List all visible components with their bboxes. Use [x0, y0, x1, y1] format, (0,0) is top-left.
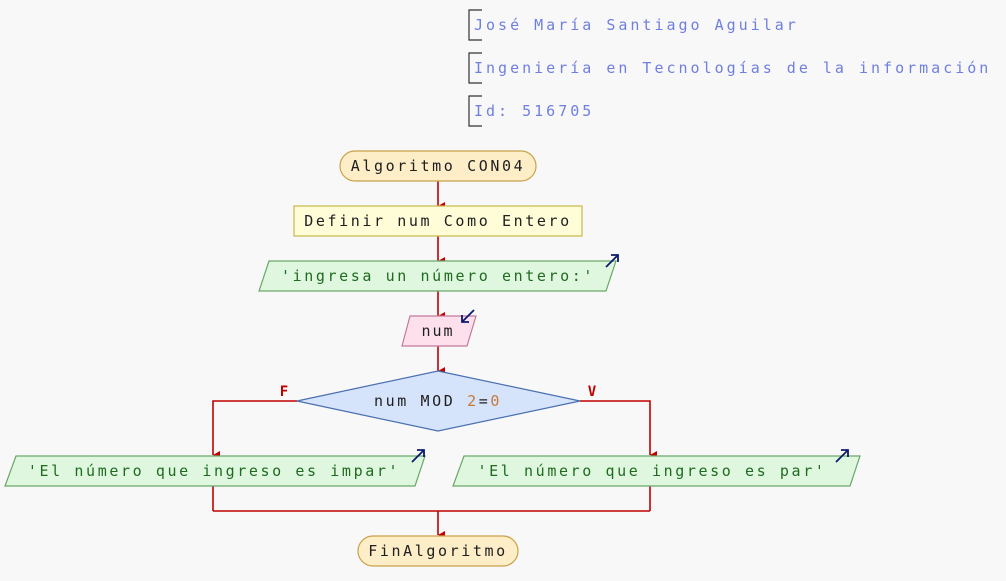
start-terminal-label: Algoritmo CON04	[351, 157, 525, 175]
read-input-label: num	[421, 322, 454, 340]
condition-literal-b: 0	[490, 392, 502, 410]
true-output[interactable]: 'El número que ingreso es par'	[452, 449, 861, 487]
condition-literal-a: 2	[467, 392, 479, 410]
start-terminal[interactable]: Algoritmo CON04	[339, 150, 537, 182]
comment-author-text: José María Santiago Aguilar	[474, 16, 799, 34]
define-process-shape	[293, 205, 583, 237]
connectors	[212, 181, 657, 539]
read-input-shape	[401, 315, 477, 347]
comment-id: Id: 516705	[468, 95, 594, 127]
comment-career: Ingeniería en Tecnologías de la informac…	[468, 52, 991, 84]
condition-operator: =	[479, 392, 491, 410]
end-terminal[interactable]: FinAlgoritmo	[357, 535, 519, 567]
false-branch-label: F	[280, 384, 288, 400]
connector-true-branch	[580, 400, 657, 459]
read-input[interactable]: num	[401, 309, 477, 347]
prompt-output[interactable]: 'ingresa un número entero:'	[258, 254, 619, 292]
false-output[interactable]: 'El número que ingreso es impar'	[4, 449, 426, 487]
connector-false-branch	[212, 400, 297, 459]
true-output-label: 'El número que ingreso es par'	[478, 462, 827, 480]
prompt-output-shape	[258, 260, 617, 292]
false-output-label: 'El número que ingreso es impar'	[28, 462, 400, 480]
end-terminal-label: FinAlgoritmo	[368, 542, 508, 560]
output-arrow-icon	[605, 254, 619, 268]
true-branch-label: V	[588, 384, 597, 400]
prompt-output-label: 'ingresa un número entero:'	[281, 267, 595, 285]
comment-bracket	[468, 9, 482, 41]
comment-bracket	[468, 52, 482, 84]
end-terminal-shape	[357, 535, 519, 567]
comment-author: José María Santiago Aguilar	[468, 9, 799, 41]
condition-prefix: num MOD	[374, 392, 467, 410]
output-arrow-icon	[411, 449, 425, 463]
start-terminal-shape	[339, 150, 537, 182]
false-output-shape	[4, 455, 426, 487]
input-arrow-icon	[461, 309, 475, 323]
comment-id-text: Id: 516705	[474, 102, 594, 120]
condition-decision[interactable]: num MOD 2=0	[296, 370, 581, 432]
output-arrow-icon	[835, 449, 849, 463]
comment-career-text: Ingeniería en Tecnologías de la informac…	[474, 59, 991, 77]
true-output-shape	[452, 455, 861, 487]
condition-label: num MOD 2=0	[374, 392, 502, 410]
define-process-label: Definir num Como Entero	[304, 212, 572, 230]
comment-bracket	[468, 95, 482, 127]
define-process[interactable]: Definir num Como Entero	[293, 205, 583, 237]
condition-decision-shape	[296, 370, 581, 432]
